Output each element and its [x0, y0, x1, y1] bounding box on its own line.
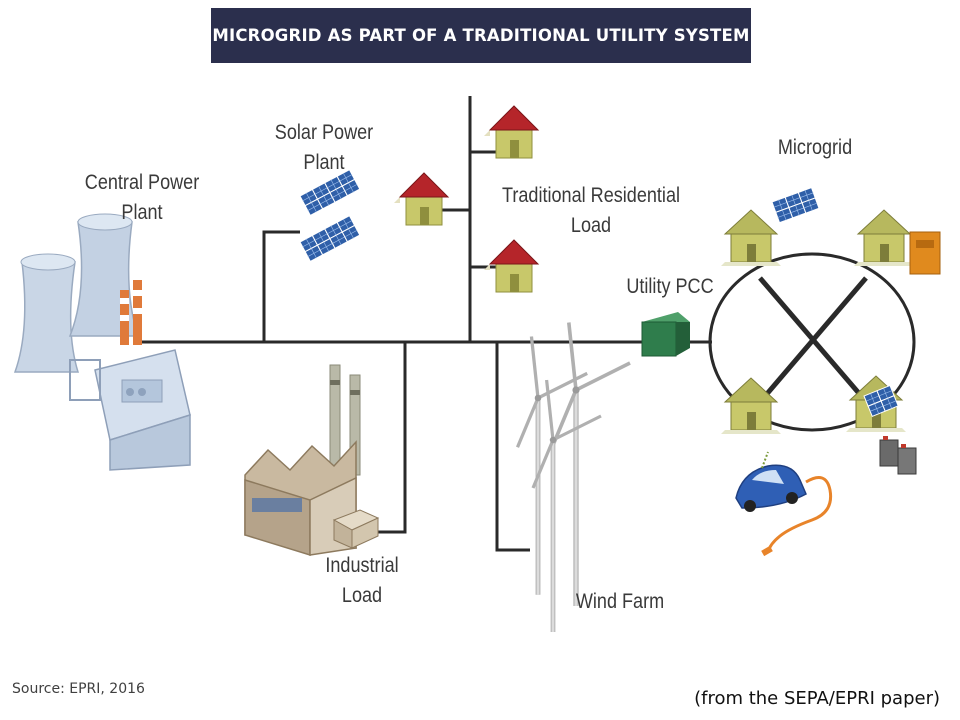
- wind-turbine-icon: [518, 323, 631, 633]
- source-note: Source: EPRI, 2016: [12, 681, 145, 697]
- solar-feeder: [262, 230, 300, 342]
- caption: (from the SEPA/EPRI paper): [694, 688, 940, 709]
- wind-farm-label: Wind Farm: [575, 590, 665, 613]
- pcc-box-icon: [641, 312, 690, 357]
- wind-feeder: [495, 342, 530, 552]
- power-plant-icon: [13, 213, 191, 471]
- title-banner: MICROGRID AS PART OF A TRADITIONAL UTILI…: [211, 8, 751, 63]
- battery-icon: [879, 436, 917, 475]
- page-title: MICROGRID AS PART OF A TRADITIONAL UTILI…: [212, 26, 750, 45]
- microgrid-label: Microgrid: [777, 136, 853, 159]
- house-icon: [720, 209, 782, 267]
- electric-car-icon: [735, 451, 833, 557]
- house-icon: [853, 209, 915, 267]
- generator-icon: [909, 231, 941, 275]
- utility-pcc-label: Utility PCC: [626, 275, 714, 298]
- microgrid-ring: [708, 252, 916, 432]
- house-icon: [393, 172, 449, 226]
- microgrid-diagram: [13, 96, 941, 670]
- solar-panel-icon: [299, 169, 361, 262]
- solar-panel-icon: [771, 187, 820, 224]
- factory-icon: [244, 364, 380, 557]
- industrial-feeder: [378, 342, 407, 534]
- grid-lines: [135, 96, 712, 552]
- house-icon: [483, 105, 539, 159]
